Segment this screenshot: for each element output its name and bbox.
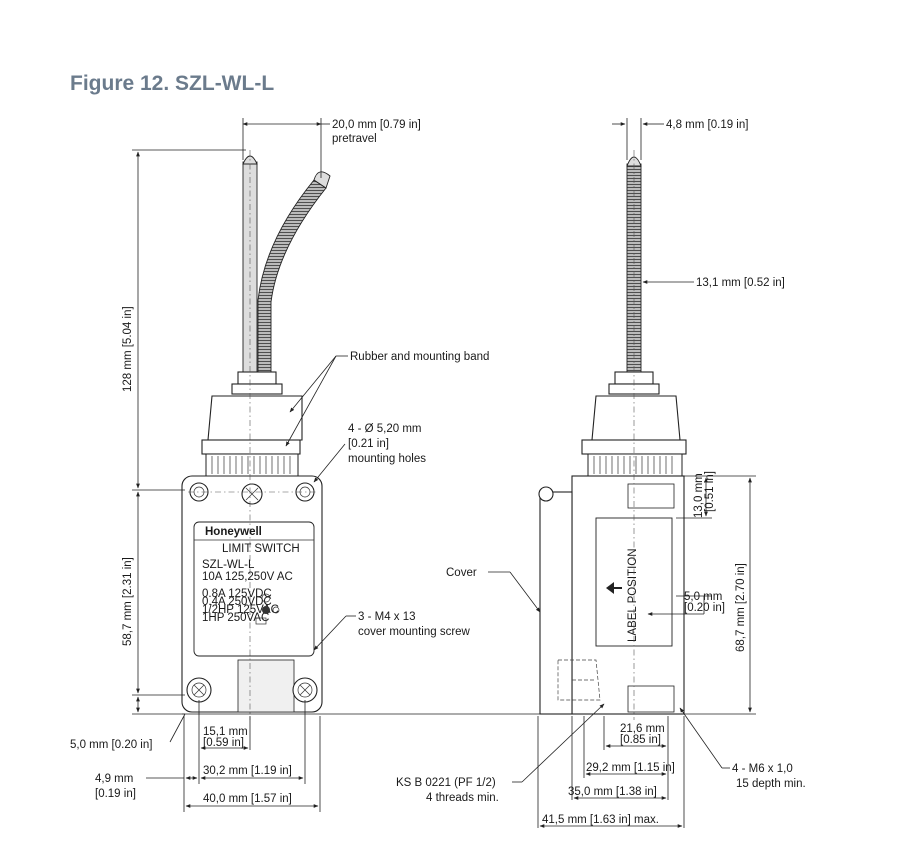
dim-body-height: 68,7 mm [2.70 in] (735, 563, 747, 652)
dim-216: 21,6 mm (620, 723, 665, 735)
figure-title: Figure 12. SZL-WL-L (70, 72, 275, 95)
dim-width-holes: 30,2 mm [1.19 in] (203, 765, 292, 777)
callout-mounting-holes: mounting holes (348, 453, 426, 465)
callout-cover-screws: cover mounting screw (358, 626, 471, 638)
label-type: LIMIT SWITCH (222, 543, 300, 555)
dim-350: 35,0 mm [1.38 in] (568, 786, 657, 798)
label-brand: Honeywell (205, 526, 262, 538)
dim-292: 29,2 mm [1.15 in] (586, 762, 675, 774)
callout-mount-thread: 4 - M6 x 1,0 (732, 763, 793, 775)
dim-height-body: 58,7 mm [2.31 in] (122, 557, 134, 646)
callout-conduit-thread: KS B 0221 (PF 1/2) (396, 777, 496, 789)
dim-edge-offset: 4,9 mm (95, 773, 133, 785)
label-rating: 10A 125,250V AC (202, 571, 293, 583)
dim-edge-offset: [0.19 in] (95, 788, 136, 800)
certification-marks-icon (255, 593, 280, 625)
arrow-icon (606, 582, 622, 594)
label-position-text: LABEL POSITION (627, 548, 639, 642)
lever-rod-straight (242, 155, 258, 385)
label-spec: 1HP 250VAC (202, 612, 269, 624)
callout-mounting-holes: [0.21 in] (348, 438, 389, 450)
callout-mounting-holes: 4 - Ø 5,20 mm (348, 423, 422, 435)
dim-width-total: 40,0 mm [1.57 in] (203, 793, 292, 805)
dim-415: 41,5 mm [1.63 in] max. (542, 814, 659, 826)
dim-rod-diameter: 13,1 mm [0.52 in] (696, 277, 785, 289)
dim-mid-offset: [0.20 in] (684, 602, 725, 614)
callout-cover: Cover (446, 567, 477, 579)
lever-rod-deflected (257, 171, 331, 385)
dim-bottom-offset: 5,0 mm [0.20 in] (70, 739, 152, 751)
dim-mid-offset: 5,0 mm (684, 591, 722, 603)
actuator-head (201, 371, 303, 477)
side-view: LABEL POSITION 4,8 mm [0.19 in] 13,1 mm … (182, 118, 806, 828)
switch-body-side (538, 475, 685, 715)
dim-top-offset: 13,0 mm (693, 473, 705, 518)
front-view: Honeywell LIMIT SWITCH SZL-WL-L 10A 125,… (70, 118, 489, 812)
dim-pretravel-note: pretravel (332, 133, 377, 145)
dim-rod-width: 4,8 mm [0.19 in] (666, 119, 748, 131)
callout-conduit-thread: 4 threads min. (426, 792, 499, 804)
dim-pretravel: 20,0 mm [0.79 in] (332, 119, 421, 131)
label-model: SZL-WL-L (202, 559, 255, 571)
cover-screw-icon (241, 483, 263, 505)
dim-216: [0.85 in] (620, 734, 661, 746)
switch-body (181, 475, 323, 713)
mounting-hole (186, 677, 212, 703)
dim-hole-spacing: 15,1 mm (203, 726, 248, 738)
dim-height-total: 128 mm [5.04 in] (122, 306, 134, 392)
callout-cover-screws: 3 - M4 x 13 (358, 611, 416, 623)
callout-rubber-band: Rubber and mounting band (350, 351, 489, 363)
label-spec: 0.4A 250VDC (202, 596, 272, 608)
label-spec: 0.8A 125VDC (202, 588, 272, 600)
dim-hole-spacing: [0.59 in] (203, 737, 244, 749)
label-spec: 1/2HP 125VAC (202, 604, 279, 616)
callout-mount-thread: 15 depth min. (736, 778, 806, 790)
mounting-hole (292, 677, 318, 703)
dim-top-offset: [0.51 in] (704, 471, 716, 512)
